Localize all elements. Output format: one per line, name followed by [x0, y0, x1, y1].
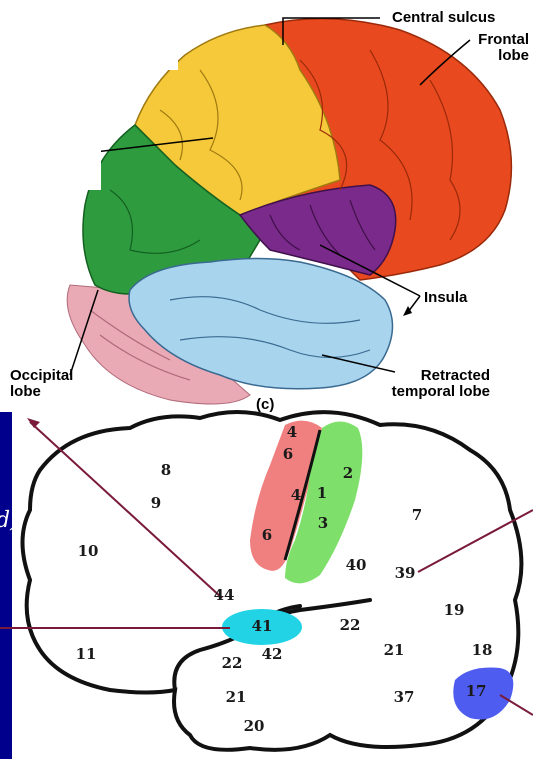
area-label: 11 [76, 645, 97, 663]
area-label: 18 [472, 641, 493, 659]
area-label: 2 [343, 464, 353, 482]
area-label: 37 [394, 688, 415, 706]
area-label: 9 [151, 494, 161, 512]
area-label: 7 [412, 506, 422, 524]
area-label: 4 [291, 486, 301, 504]
side-caption-fragment: d) [0, 508, 19, 533]
area-label: 21 [226, 688, 247, 706]
area-label: 19 [444, 601, 465, 619]
area-label: 40 [346, 556, 367, 574]
area-label: 42 [262, 645, 283, 663]
area-label: 44 [214, 586, 235, 604]
area-label: 21 [384, 641, 405, 659]
area-label: 20 [244, 717, 265, 735]
area-label: 8 [161, 461, 171, 479]
area-label: 39 [395, 564, 416, 582]
area-label: 41 [252, 617, 273, 635]
area-label: 17 [466, 682, 487, 700]
area-label: 3 [318, 514, 328, 532]
area-label: 6 [262, 526, 272, 544]
area-label: 4 [287, 423, 297, 441]
area-label: 1 [317, 484, 327, 502]
area-label: 22 [340, 616, 361, 634]
arrowhead-upper-left [27, 418, 40, 428]
area-label: 22 [222, 654, 243, 672]
area-label: 6 [283, 445, 293, 463]
area-label: 10 [78, 542, 99, 560]
